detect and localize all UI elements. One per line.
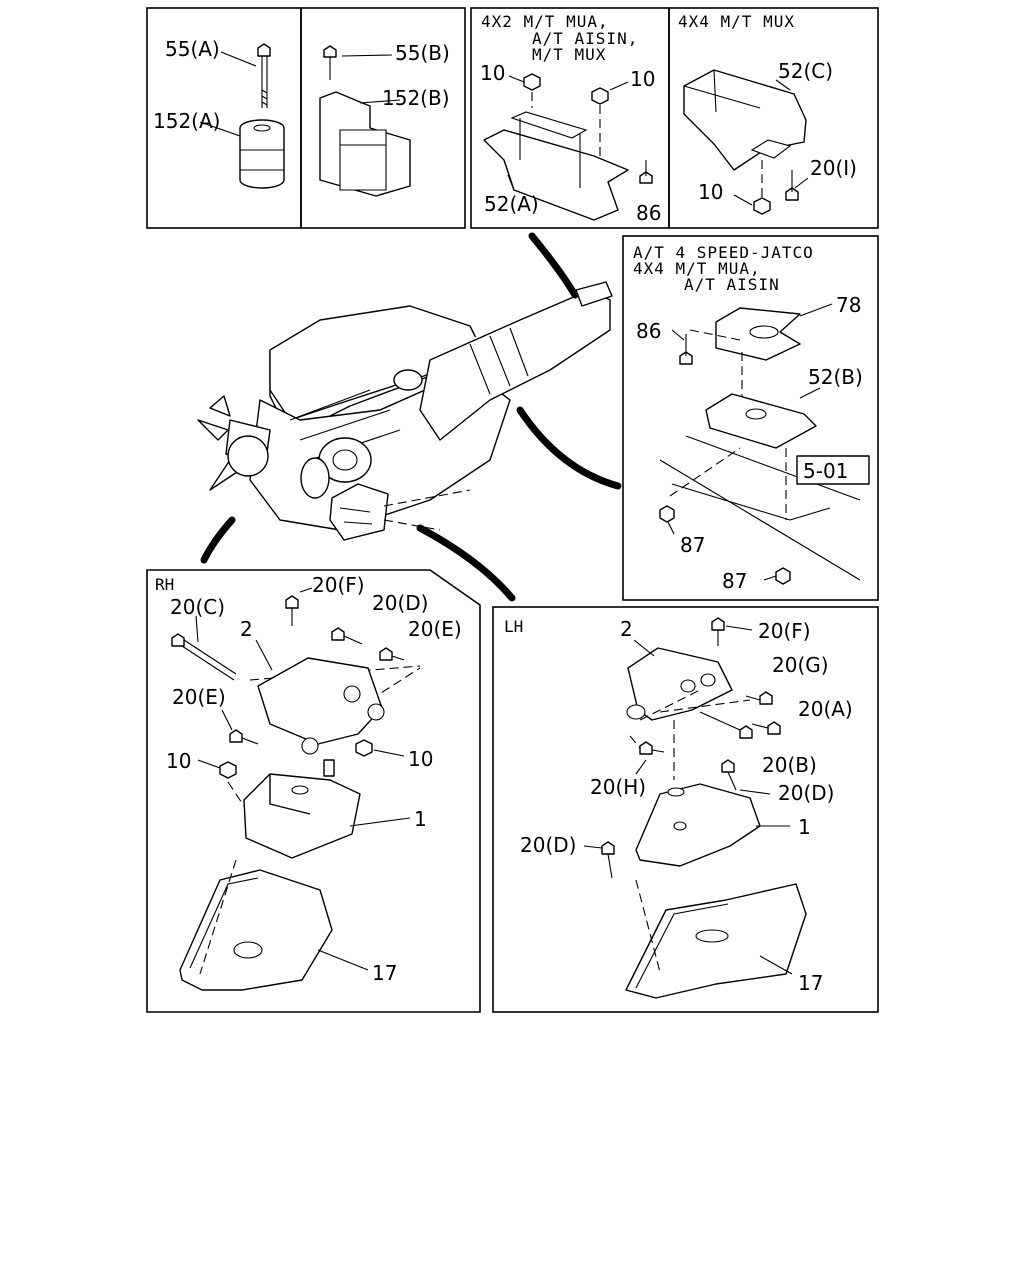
lh-title: LH bbox=[504, 617, 523, 636]
label-78: 78 bbox=[836, 293, 861, 317]
label-2-lh: 2 bbox=[620, 617, 633, 641]
engine-transmission-illustration bbox=[197, 232, 622, 602]
label-10-right: 10 bbox=[630, 67, 655, 91]
panel-at-jatco: A/T 4 SPEED-JATCO 4X4 M/T MUA, A/T AISIN… bbox=[622, 235, 879, 601]
label-86-top: 86 bbox=[636, 201, 661, 225]
label-20c: 20(C) bbox=[170, 595, 225, 619]
label-20i: 20(I) bbox=[810, 156, 857, 180]
label-20f-rh: 20(F) bbox=[312, 573, 365, 597]
label-87-upper: 87 bbox=[680, 533, 705, 557]
label-152b: 152(B) bbox=[382, 86, 450, 110]
label-52b: 52(B) bbox=[808, 365, 863, 389]
label-20e-rh-right: 20(E) bbox=[408, 617, 462, 641]
label-1-lh: 1 bbox=[798, 815, 811, 839]
panel-4x4: 4X4 M/T MUX 52(C) 20(I) 10 bbox=[668, 7, 879, 229]
label-10-4x4: 10 bbox=[698, 180, 723, 204]
panel-4x2: 4X2 M/T MUA, A/T AISIN, M/T MUX 10 10 52… bbox=[470, 7, 670, 229]
ref-box-5-01: 5-01 bbox=[803, 459, 848, 483]
label-1-rh: 1 bbox=[414, 807, 427, 831]
label-87-lower: 87 bbox=[722, 569, 747, 593]
label-17-lh: 17 bbox=[798, 971, 823, 995]
panel-lh: LH bbox=[492, 606, 879, 1013]
label-20f-lh: 20(F) bbox=[758, 619, 811, 643]
label-55a: 55(A) bbox=[165, 37, 220, 61]
panel-rh: RH bbox=[146, 569, 481, 1013]
rh-title: RH bbox=[155, 575, 174, 594]
label-20a: 20(A) bbox=[798, 697, 853, 721]
panel-55a: 55(A) 152(A) bbox=[146, 7, 302, 229]
header-at-line3: A/T AISIN bbox=[684, 275, 780, 294]
label-17-rh: 17 bbox=[372, 961, 397, 985]
label-55b: 55(B) bbox=[395, 41, 450, 65]
header-4x2-line1: 4X2 M/T MUA, bbox=[481, 12, 609, 31]
header-4x2-line2: A/T AISIN, bbox=[532, 29, 638, 48]
header-4x2-line3: M/T MUX bbox=[532, 45, 606, 64]
label-52c: 52(C) bbox=[778, 59, 833, 83]
header-at-line1: A/T 4 SPEED-JATCO bbox=[633, 243, 814, 262]
label-86-at: 86 bbox=[636, 319, 661, 343]
label-10-rh-left: 10 bbox=[166, 749, 191, 773]
label-20d-rh: 20(D) bbox=[372, 591, 428, 615]
label-52a: 52(A) bbox=[484, 192, 539, 216]
header-4x4: 4X4 M/T MUX bbox=[678, 12, 795, 31]
header-at-line2: 4X4 M/T MUA, bbox=[633, 259, 761, 278]
label-2-rh: 2 bbox=[240, 617, 253, 641]
label-20d-lh-upper: 20(D) bbox=[778, 781, 834, 805]
label-20h: 20(H) bbox=[590, 775, 646, 799]
label-20d-lh-lower: 20(D) bbox=[520, 833, 576, 857]
panel-55b: 55(B) 152(B) bbox=[300, 7, 466, 229]
label-10-left: 10 bbox=[480, 61, 505, 85]
label-20e-rh-left: 20(E) bbox=[172, 685, 226, 709]
label-10-rh-right: 10 bbox=[408, 747, 433, 771]
label-152a: 152(A) bbox=[153, 109, 220, 133]
label-20g: 20(G) bbox=[772, 653, 829, 677]
label-20b: 20(B) bbox=[762, 753, 817, 777]
